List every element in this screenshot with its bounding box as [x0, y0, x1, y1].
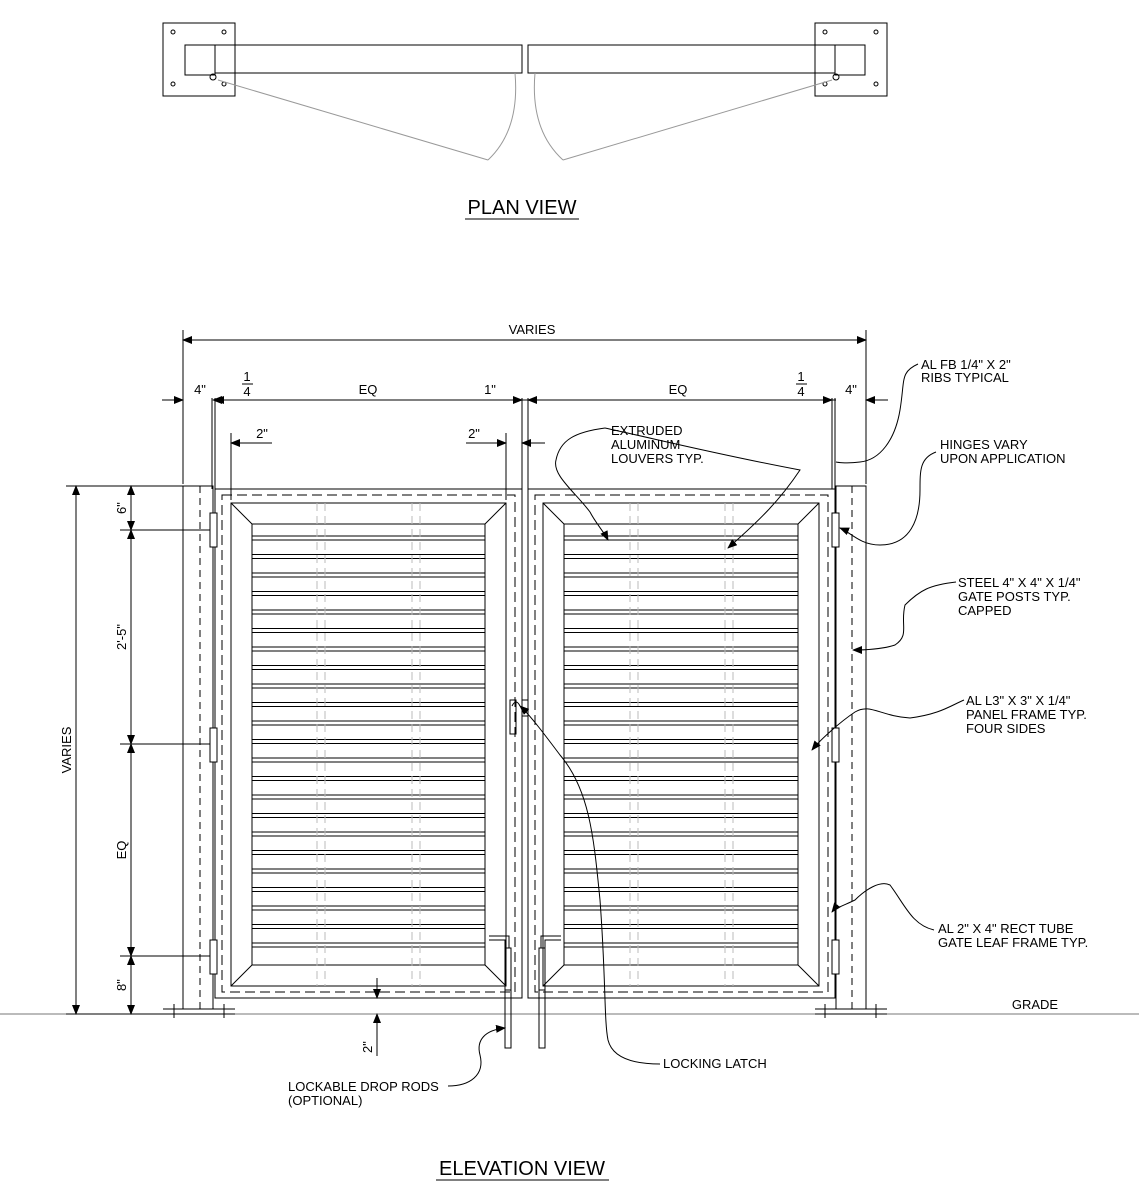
leader-hinges: [839, 451, 937, 546]
plan-left-swing-arc: [487, 72, 517, 161]
callout-panel-frame-1: AL L3" X 3" X 1/4": [966, 693, 1071, 708]
callout-posts-2: GATE POSTS TYP.: [958, 589, 1071, 604]
plan-right-leaf: [527, 44, 836, 74]
dim-frame-left-label: 2": [256, 426, 268, 441]
callout-leaf-frame-1: AL 2" X 4" RECT TUBE: [938, 921, 1074, 936]
callout-hinges-2: UPON APPLICATION: [940, 451, 1065, 466]
dim-ground-clearance-label: 2": [360, 1041, 375, 1053]
callout-louvers-1: EXTRUDED: [611, 423, 683, 438]
dim-center-gap-label: 1": [484, 382, 496, 397]
dim-post-left-label: 4": [194, 382, 206, 397]
dim-hinge-upper-label: 2'-5": [114, 624, 129, 650]
callout-ribs-1: AL FB 1/4" X 2": [921, 357, 1011, 372]
dim-hinge-top-label: 6": [114, 502, 129, 514]
leader-ribs: [835, 363, 919, 464]
dim-gap-left-den: 4: [243, 384, 250, 399]
grade-label: GRADE: [1012, 997, 1059, 1012]
drop-rod-right: [538, 935, 561, 1049]
callout-posts-1: STEEL 4" X 4" X 1/4": [958, 575, 1081, 590]
left-gate-leaf: [214, 488, 523, 999]
callout-drop-rods-2: (OPTIONAL): [288, 1093, 362, 1108]
leader-posts: [852, 581, 957, 654]
plan-left-base-plate: [162, 22, 236, 97]
dim-hinge-lower-label: EQ: [114, 841, 129, 860]
plan-view-title: PLAN VIEW: [468, 197, 577, 219]
plan-right-post: [834, 44, 866, 76]
right-louvers: [564, 535, 798, 948]
callout-panel-frame-3: FOUR SIDES: [966, 721, 1046, 736]
callout-louvers-2: ALUMINUM: [611, 437, 680, 452]
callout-ribs-2: RIBS TYPICAL: [921, 370, 1009, 385]
callout-louvers-3: LOUVERS TYP.: [611, 451, 704, 466]
callout-leaf-frame-2: GATE LEAF FRAME TYP.: [938, 935, 1088, 950]
dim-overall-height-label: VARIES: [59, 726, 74, 773]
right-gate-leaf: [527, 488, 836, 999]
dim-leaf-right-label: EQ: [669, 382, 688, 397]
plan-left-post: [184, 44, 216, 76]
callout-latch: LOCKING LATCH: [663, 1056, 767, 1071]
right-hinges: [831, 512, 840, 975]
leader-louvers-b: [604, 427, 801, 549]
plan-left-leaf: [214, 44, 523, 74]
dimension-labels: VARIES 4" 1 4 EQ 1" EQ 1 4 4" 2" 2" VARI…: [59, 322, 1058, 1053]
leader-louvers-a: [555, 427, 609, 541]
callout-labels: AL FB 1/4" X 2" RIBS TYPICAL HINGES VARY…: [288, 357, 1088, 1108]
plan-right-swing-arc: [533, 72, 564, 161]
leader-panel-frame: [811, 699, 965, 751]
leader-drop-rods: [447, 1024, 506, 1087]
locking-latch: [509, 699, 529, 735]
dim-post-right-label: 4": [845, 382, 857, 397]
leader-leaf-frame: [831, 883, 935, 931]
dim-overall-width-label: VARIES: [509, 322, 556, 337]
callout-panel-frame-2: PANEL FRAME TYP.: [966, 707, 1087, 722]
leader-latch: [519, 705, 661, 1065]
callout-posts-3: CAPPED: [958, 603, 1011, 618]
callout-drop-rods-1: LOCKABLE DROP RODS: [288, 1079, 439, 1094]
right-gate-post: [835, 485, 867, 1010]
callout-hinges-1: HINGES VARY: [940, 437, 1028, 452]
elevation-view-title: ELEVATION VIEW: [439, 1158, 605, 1180]
plan-right-swing-line: [562, 79, 833, 161]
dim-frame-right-label: 2": [468, 426, 480, 441]
dim-hinge-bottom-label: 8": [114, 979, 129, 991]
dim-leaf-left-label: EQ: [359, 382, 378, 397]
dim-gap-right-num: 1: [797, 369, 804, 384]
dim-gap-left-num: 1: [243, 369, 250, 384]
plan-left-swing-line: [217, 79, 489, 161]
left-louvers: [252, 535, 485, 948]
elevation-view: [0, 330, 1139, 1087]
plan-right-base-plate: [814, 22, 888, 97]
drop-rod-left: [489, 935, 512, 1049]
dim-gap-right-den: 4: [797, 384, 804, 399]
left-gate-post: [182, 485, 214, 1010]
plan-view: [162, 22, 888, 161]
